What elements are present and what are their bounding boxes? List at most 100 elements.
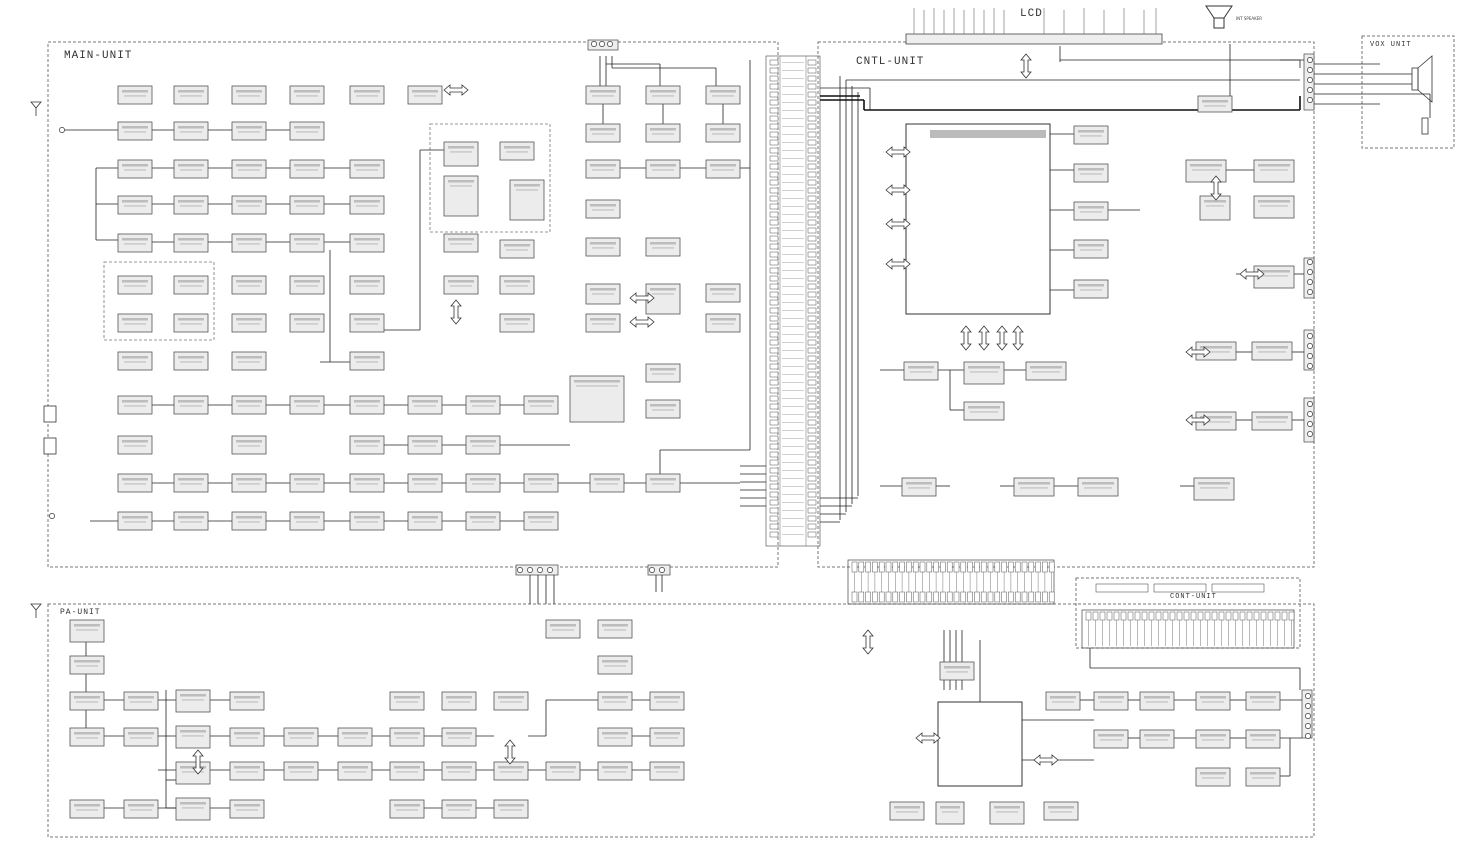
strip-pin-r-6 <box>807 107 817 114</box>
block-label-bar-156 <box>550 766 576 769</box>
block-label-bar2-110 <box>970 371 998 373</box>
block-label-bar2-39 <box>124 405 146 407</box>
cpu-block <box>905 123 1051 315</box>
ppin-t-13 <box>1176 611 1183 621</box>
block-label-bar2-61 <box>652 483 674 485</box>
block-label-bar2-131 <box>182 735 204 737</box>
strip-pin-r-7 <box>807 115 817 122</box>
block-label-bar-167 <box>1144 734 1170 737</box>
block-label-bar2-25 <box>124 285 146 287</box>
connector-jack-16 <box>1307 363 1313 369</box>
block-label-bar-129 <box>128 804 154 807</box>
block-label-bar-41 <box>236 400 262 403</box>
block-label-bar-44 <box>412 400 438 403</box>
block-label-bar2-8 <box>238 131 260 133</box>
strip-pin-l-14 <box>769 171 779 178</box>
block-label-bar-157 <box>602 696 628 699</box>
block-label-bar2-58 <box>472 483 494 485</box>
block-72 <box>443 175 479 217</box>
block-label-bar-17 <box>236 200 262 203</box>
strip-pin-r-25 <box>807 259 817 266</box>
hpin-t-0 <box>851 561 858 573</box>
bus-arrow-3 <box>629 316 655 328</box>
bus-arrow-20 <box>192 749 204 775</box>
ppin-t-3 <box>1106 611 1113 621</box>
hpin-b-27 <box>1035 591 1041 603</box>
block-label-bar2-98 <box>652 409 674 411</box>
strip-pin-r-20 <box>807 219 817 226</box>
block-label-bar-45 <box>470 400 496 403</box>
strip-pin-l-4 <box>769 91 779 98</box>
block-label-bar-91 <box>590 288 616 291</box>
strip-pin-r-29 <box>807 291 817 298</box>
block-label-bar-31 <box>178 318 204 321</box>
block-label-bar2-172 <box>1252 777 1274 779</box>
block-label-bar-125 <box>74 732 100 735</box>
block-label-bar-40 <box>178 400 204 403</box>
ppin-t-24 <box>1253 611 1260 621</box>
block-label-bar-37 <box>236 356 262 359</box>
jack-box-1 <box>43 437 57 455</box>
block-label-bar2-81 <box>712 95 734 97</box>
block-label-bar2-38 <box>356 361 378 363</box>
block-label-bar2-112 <box>970 411 998 413</box>
strip-pin-r-10 <box>807 139 817 146</box>
bus-arrow-11 <box>1012 325 1024 351</box>
connector-jack-30 <box>527 567 533 573</box>
strip-pin-r-11 <box>807 147 817 154</box>
hpin-t-2 <box>865 561 871 573</box>
block-label-bar2-142 <box>396 701 418 703</box>
strip-pin-l-46 <box>769 427 779 434</box>
block-label-bar2-15 <box>124 205 146 207</box>
block-label-bar2-34 <box>356 323 378 325</box>
block-label-bar-100 <box>1078 168 1104 171</box>
strip-pin-l-54 <box>769 491 779 498</box>
block-label-bar-36 <box>178 356 204 359</box>
block-label-bar2-145 <box>396 809 418 811</box>
connector-jack-31 <box>537 567 543 573</box>
strip-pin-l-1 <box>769 67 779 74</box>
block-label-bar-162 <box>654 766 680 769</box>
block-label-bar2-4 <box>356 95 378 97</box>
strip-pin-r-23 <box>807 243 817 250</box>
block-label-bar2-99 <box>1080 135 1102 137</box>
block-label-bar2-119 <box>1084 487 1112 489</box>
block-label-bar2-173 <box>1202 777 1224 779</box>
block-label-bar2-152 <box>500 809 522 811</box>
vco-subunit-border <box>429 123 551 233</box>
ppin-t-0 <box>1085 611 1092 621</box>
block-label-bar-171 <box>1250 734 1276 737</box>
block-label-bar-121 <box>1202 100 1228 103</box>
connector-jack-20 <box>1307 431 1313 437</box>
block-label-bar-3 <box>294 90 320 93</box>
strip-pin-l-51 <box>769 467 779 474</box>
hpin-t-3 <box>872 561 878 573</box>
strip-pin-r-36 <box>807 347 817 354</box>
block-label-bar2-76 <box>450 285 472 287</box>
strip-pin-r-26 <box>807 267 817 274</box>
block-label-bar-155 <box>602 660 628 663</box>
block-label-bar2-111 <box>1032 371 1060 373</box>
block-label-bar-19 <box>354 200 380 203</box>
ppin-t-7 <box>1134 611 1141 621</box>
block-label-bar-10 <box>122 164 148 167</box>
block-105 <box>1253 159 1295 183</box>
block-label-bar-99 <box>1078 130 1104 133</box>
hpin-t-14 <box>946 561 953 573</box>
block-label-bar2-97 <box>652 373 674 375</box>
block-label-bar2-125 <box>76 737 98 739</box>
block-label-bar-82 <box>590 128 616 131</box>
bottom-unit-border <box>47 603 1315 838</box>
block-label-bar2-16 <box>180 205 202 207</box>
block-label-bar2-177 <box>1050 811 1072 813</box>
block-label-bar2-49 <box>356 445 378 447</box>
hpin-b-14 <box>946 591 953 603</box>
strip-pin-l-27 <box>769 275 779 282</box>
bus-arrow-15 <box>862 629 874 655</box>
bus-arrow-6 <box>885 218 911 230</box>
strip-pin-l-52 <box>769 475 779 482</box>
hpin-b-0 <box>851 591 858 603</box>
block-label-bar2-136 <box>236 771 258 773</box>
strip-pin-r-44 <box>807 411 817 418</box>
ctrl-panel-label: CONT-UNIT <box>1170 593 1217 601</box>
